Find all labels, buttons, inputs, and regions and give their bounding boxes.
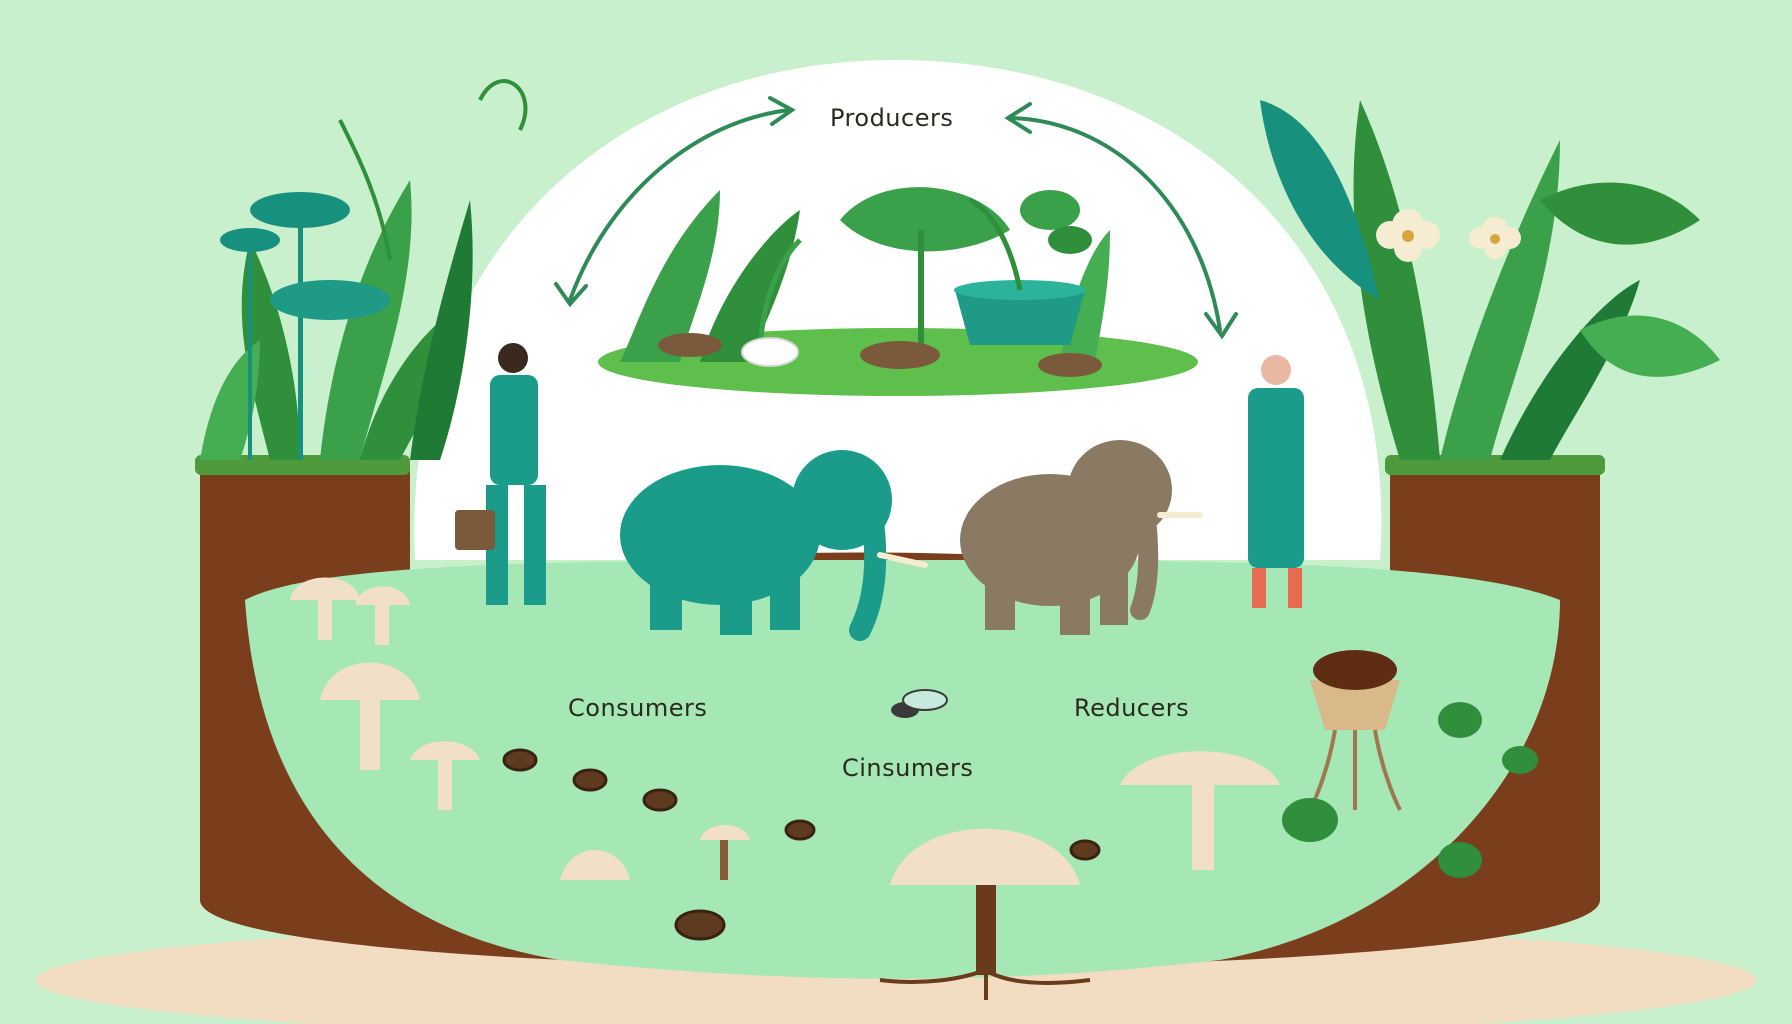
mushroom-icon — [355, 586, 410, 645]
person-left — [455, 343, 546, 605]
ground-leaves — [1282, 702, 1538, 878]
bird — [741, 337, 799, 367]
flower-icon — [1469, 217, 1521, 259]
mushroom-icon — [890, 828, 1080, 975]
label-cinsumers: Cinsumers — [842, 754, 974, 782]
cycle-arrow-icon — [1004, 102, 1238, 340]
mushroom-icon — [290, 577, 360, 640]
left-foliage — [200, 79, 528, 460]
elephant-icon — [960, 440, 1203, 635]
elephant-icon — [620, 450, 928, 641]
mushroom-icon — [320, 662, 420, 770]
roots — [879, 968, 1091, 1000]
mushroom-icon — [700, 825, 750, 880]
plant-pot-icon — [954, 190, 1092, 345]
label-consumers: Consumers — [568, 694, 708, 722]
mushroom-icon — [410, 741, 480, 810]
bag-icon — [455, 510, 495, 550]
mushroom-icon — [560, 850, 630, 880]
fly-icon — [891, 689, 948, 718]
producer-island — [598, 187, 1198, 396]
right-foliage — [1260, 100, 1720, 460]
person-right — [1248, 355, 1304, 608]
label-producers: Producers — [830, 104, 954, 132]
flower-icon — [1376, 209, 1440, 262]
label-reducers: Reducers — [1074, 694, 1190, 722]
dome — [414, 60, 1382, 560]
small-animal — [860, 341, 940, 369]
cycle-arrow-icon — [554, 96, 796, 308]
mushroom-icon — [1120, 751, 1280, 870]
insect-icon — [502, 748, 1101, 941]
small-animal — [1038, 353, 1102, 377]
small-animal — [658, 333, 722, 357]
